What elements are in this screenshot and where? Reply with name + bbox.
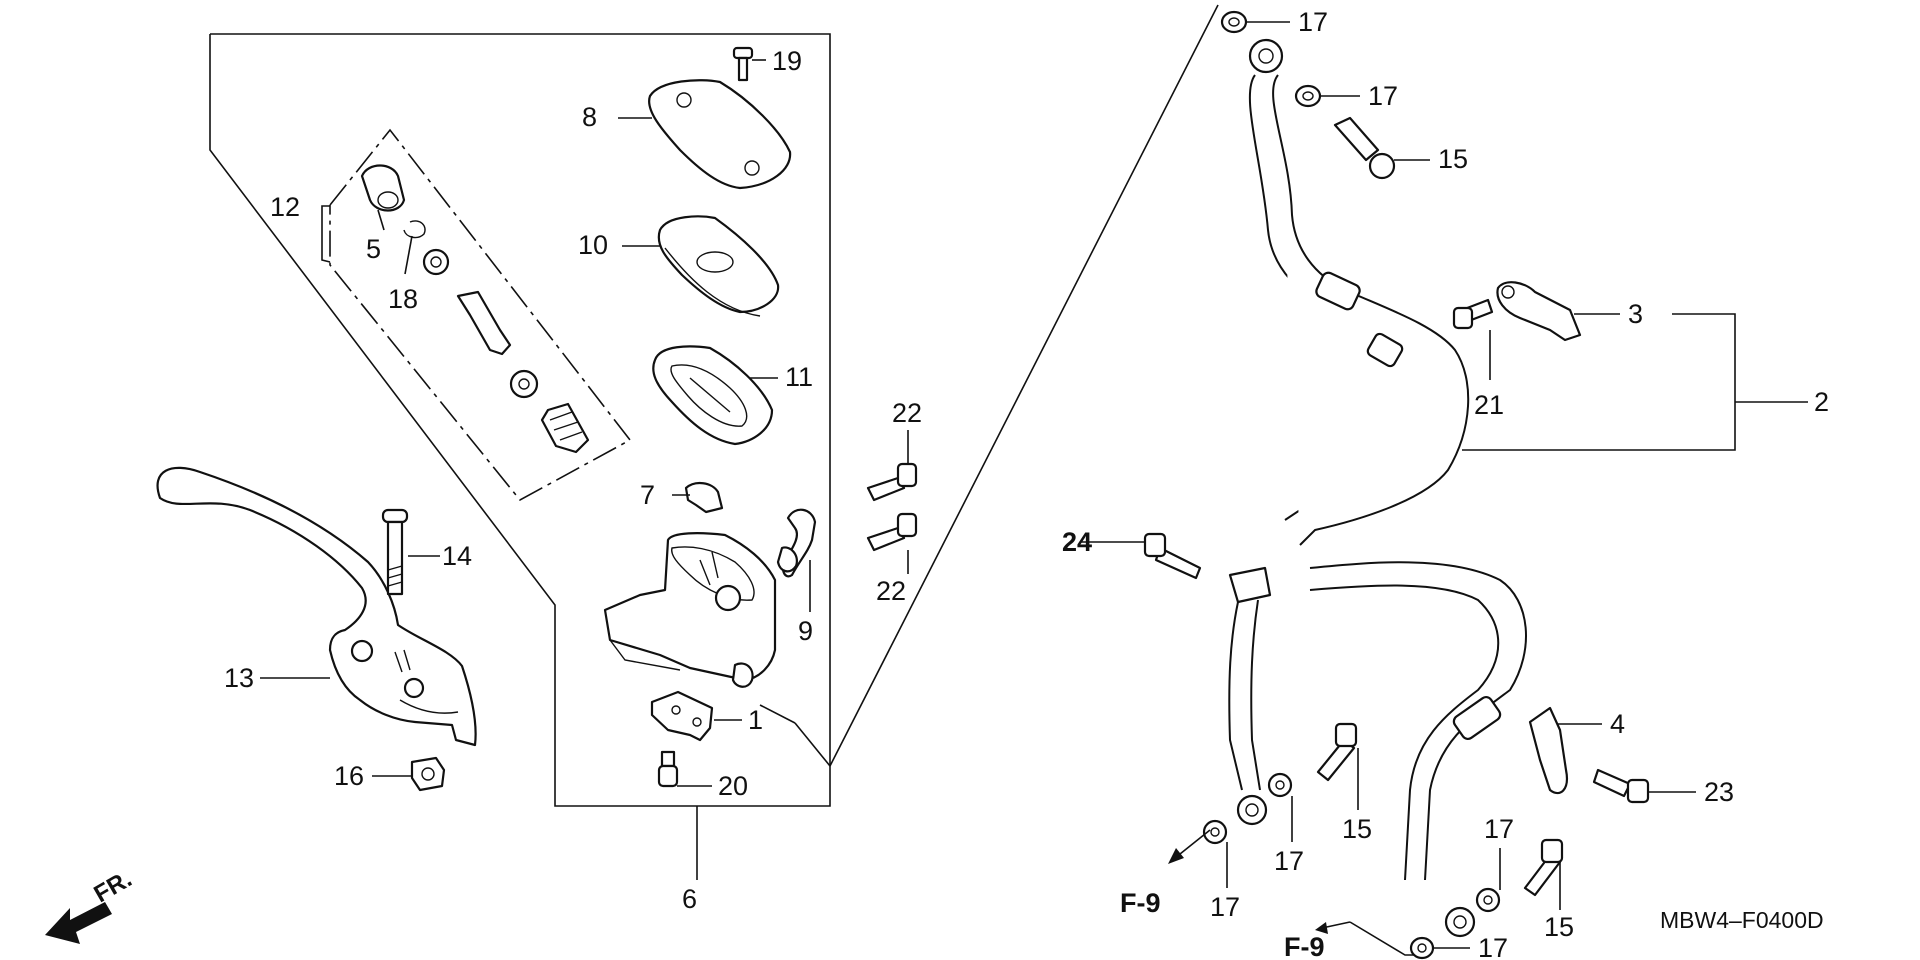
assembly-outline	[209, 4, 1808, 956]
callout-10: 10	[578, 230, 608, 260]
front-marker-label: FR.	[90, 865, 137, 908]
callout-19: 19	[772, 46, 802, 76]
cap-screw	[732, 46, 754, 82]
callout-5: 5	[366, 234, 381, 264]
holder-bolts	[866, 462, 918, 552]
callout-17: 17	[1478, 933, 1508, 960]
diaphragm-plate	[657, 215, 780, 317]
callout-15: 15	[1438, 144, 1468, 174]
callout-16: 16	[334, 761, 364, 791]
hose-clamp-lower	[1528, 706, 1568, 795]
callout-17: 17	[1484, 814, 1514, 844]
callout-labels: 17 17 15 19 8 12 5 18 10 11 3 2 21 22 7 …	[224, 7, 1829, 960]
callout-17: 17	[1298, 7, 1328, 37]
piston-kit	[360, 164, 590, 454]
boot	[684, 482, 724, 514]
lower-hose	[1309, 561, 1527, 938]
joint-block	[1228, 566, 1272, 826]
callout-7: 7	[640, 480, 655, 510]
switch-screw	[657, 750, 679, 788]
callout-23: 23	[1704, 777, 1734, 807]
drawing-code: MBW4–F0400D	[1660, 907, 1824, 933]
brake-switch	[650, 690, 714, 742]
callout-4: 4	[1610, 709, 1625, 739]
pivot-bolt	[381, 508, 409, 596]
section-arrows	[1168, 829, 1351, 934]
section-ref-f9: F-9	[1120, 888, 1161, 918]
callout-1: 1	[748, 705, 763, 735]
callout-8: 8	[582, 102, 597, 132]
bolts	[1143, 116, 1650, 897]
callout-14: 14	[442, 541, 472, 571]
callout-20: 20	[718, 771, 748, 801]
callout-2: 2	[1814, 387, 1829, 417]
reservoir-cap	[648, 79, 792, 190]
callout-9: 9	[798, 616, 813, 646]
lever-nut	[410, 756, 446, 792]
callout-6: 6	[682, 884, 697, 914]
callout-24: 24	[1062, 527, 1092, 557]
master-cylinder	[603, 532, 777, 688]
front-arrow-icon	[45, 902, 112, 944]
callout-3: 3	[1628, 299, 1643, 329]
holder	[776, 508, 817, 578]
callout-12: 12	[270, 192, 300, 222]
callout-18: 18	[388, 284, 418, 314]
diaphragm	[652, 345, 774, 446]
hose-clamp-upper	[1496, 281, 1582, 342]
sealing-washers	[1202, 10, 1501, 960]
section-ref-f9: F-9	[1284, 932, 1325, 960]
callout-22: 22	[892, 398, 922, 428]
callout-11: 11	[785, 362, 813, 392]
callout-13: 13	[224, 663, 254, 693]
brake-lever	[156, 466, 477, 747]
callout-15: 15	[1544, 912, 1574, 942]
upper-hose	[1248, 38, 1470, 546]
callout-15: 15	[1342, 814, 1372, 844]
callout-17: 17	[1368, 81, 1398, 111]
leader-lines	[260, 21, 1696, 949]
callout-21: 21	[1474, 390, 1504, 420]
callout-22: 22	[876, 576, 906, 606]
callout-17: 17	[1274, 846, 1304, 876]
callout-17: 17	[1210, 892, 1240, 922]
